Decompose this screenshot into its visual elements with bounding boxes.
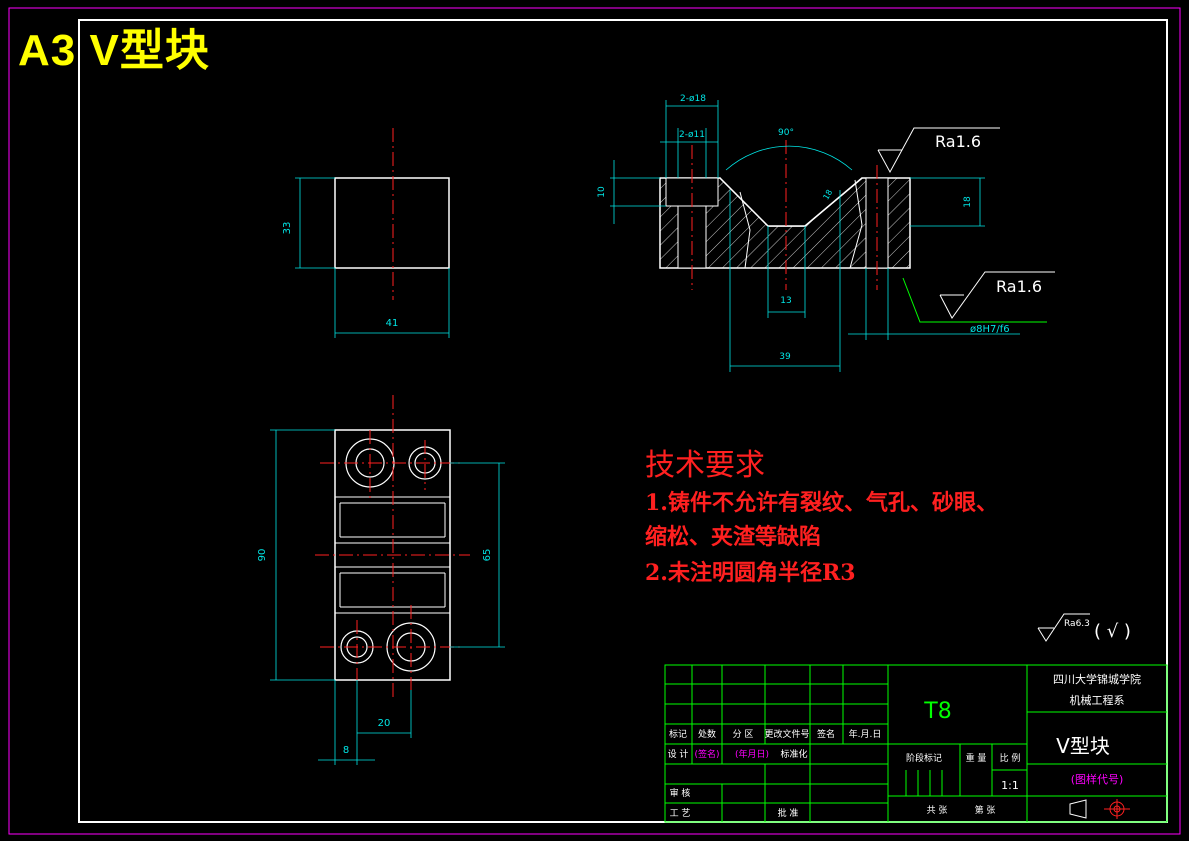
general-roughness-label: Ra6.3 <box>1064 619 1090 629</box>
section-view: 2-ø18 2-ø11 90° 10 18 18 13 39 ø8H7/f6 <box>597 94 1020 372</box>
tb-part-name: V型块 <box>1056 734 1110 758</box>
tech-requirement-line1: 1.铸件不允许有裂纹、气孔、砂眼、 <box>645 490 998 516</box>
tb-approve: 批 准 <box>778 807 799 819</box>
dim-angle: 90° <box>778 128 794 138</box>
inner-frame <box>78 19 1168 823</box>
tb-sheet: 第 张 <box>975 804 996 816</box>
tb-drawing-code: (图样代号) <box>1071 772 1124 786</box>
tb-zone: 分 区 <box>733 729 754 740</box>
general-roughness-symbol <box>1037 613 1090 642</box>
roughness-label-1: Ra1.6 <box>935 132 981 151</box>
dim-plan-20: 20 <box>378 718 391 729</box>
tb-stage: 阶段标记 <box>906 752 942 764</box>
tb-material: T8 <box>923 699 951 724</box>
tb-review: 审 核 <box>670 787 691 799</box>
dim-18: 18 <box>963 196 973 208</box>
projection-symbol-icon <box>1069 799 1130 819</box>
tb-sign2: (签名) <box>694 748 719 760</box>
front-view: 33 41 <box>282 128 450 338</box>
dim-10: 10 <box>597 186 607 198</box>
tech-requirement-line3: 2.未注明圆角半径R3 <box>645 560 856 586</box>
tb-school-line1: 四川大学锦城学院 <box>1053 672 1141 686</box>
dim-13: 13 <box>780 296 791 306</box>
dim-2phi18: 2-ø18 <box>680 94 706 104</box>
general-roughness-other: ( √ ) <box>1094 621 1131 642</box>
tb-ratio: 比 例 <box>1000 752 1021 764</box>
tb-scale: 1:1 <box>1001 779 1019 792</box>
tech-requirements-title: 技术要求 <box>645 448 765 483</box>
outer-frame <box>8 7 1181 835</box>
tb-standard: 标准化 <box>780 748 807 760</box>
tb-total: 共 张 <box>927 805 948 816</box>
leader-line <box>902 277 1047 323</box>
dim-small-18: 18 <box>821 188 834 201</box>
tb-sign: 签名 <box>817 728 835 740</box>
tb-date2: (年月日) <box>735 748 769 760</box>
dim-plan-8: 8 <box>343 745 349 756</box>
dim-front-width: 41 <box>386 318 399 329</box>
dim-2phi11: 2-ø11 <box>679 130 705 140</box>
tech-requirement-line2: 缩松、夹渣等缺陷 <box>645 524 822 550</box>
tb-change-doc: 更改文件号 <box>764 728 809 740</box>
tb-mark: 标记 <box>669 728 687 740</box>
roughness-symbol-2 <box>939 271 1055 319</box>
roughness-symbol-1 <box>877 127 1000 174</box>
sheet-title: A3 V型块 <box>18 26 210 75</box>
tb-count: 处数 <box>698 728 716 740</box>
tb-date: 年.月.日 <box>849 728 882 740</box>
title-block <box>664 664 1168 823</box>
tb-design: 设 计 <box>668 748 689 760</box>
dim-39: 39 <box>779 352 791 362</box>
tb-school-line2: 机械工程系 <box>1070 693 1125 707</box>
tb-weight: 重 量 <box>966 752 987 764</box>
plan-view: 90 65 20 8 <box>257 395 505 765</box>
dim-plan-65: 65 <box>482 549 493 562</box>
dim-fit: ø8H7/f6 <box>970 324 1010 335</box>
roughness-label-2: Ra1.6 <box>996 277 1042 296</box>
tb-process: 工 艺 <box>670 808 691 819</box>
dim-front-height: 33 <box>282 222 293 235</box>
dim-plan-90: 90 <box>257 549 268 562</box>
